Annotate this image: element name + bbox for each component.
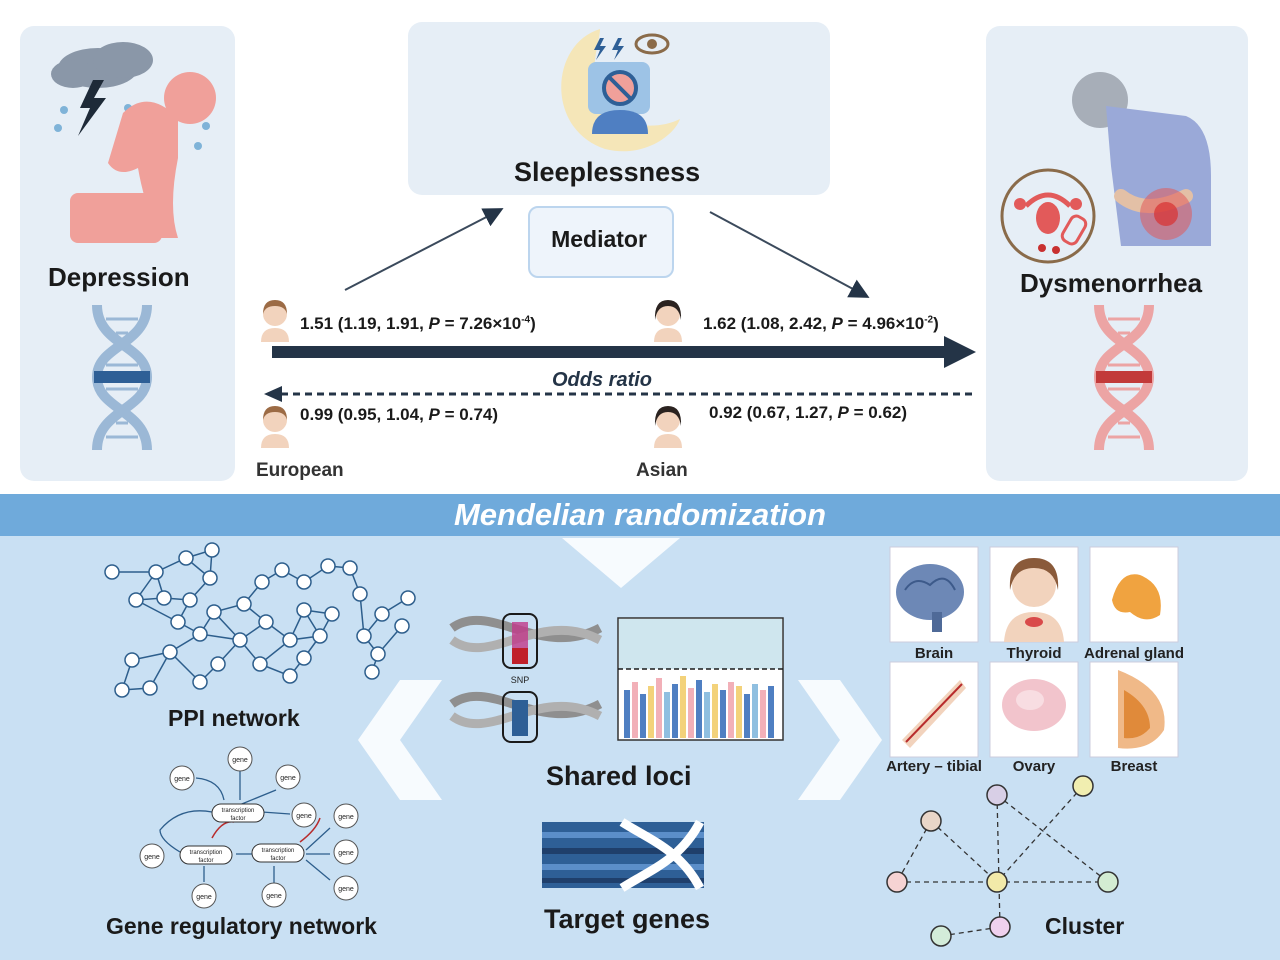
mediator-badge [528,206,674,278]
right-chevron-icon [798,680,882,800]
population-european: European [256,460,344,481]
dna-icon-dysmenorrhea [1093,305,1155,450]
population-asian: Asian [636,460,688,481]
svg-text:transcription: transcription [262,848,295,854]
mr-arrows [264,208,976,402]
cluster-label: Cluster [1045,913,1125,939]
mediator-label: Mediator [551,226,647,252]
odds-ratio-label: Odds ratio [552,369,653,391]
forward-arrow-shaft [272,346,944,358]
shared-loci-dna-icon: SNP [449,613,603,743]
target-genes-icon [542,818,704,892]
grn-node-labels: gene gene gene gene gene gene gene gene … [144,757,354,901]
svg-text:factor: factor [270,856,285,862]
grn-edges [159,770,331,884]
exposure-title: Depression [48,262,190,292]
svg-text:factor: factor [230,816,245,822]
tissue-label-breast: Breast [1110,758,1158,775]
sleepless-moon-icon [561,29,680,152]
left-chevron-icon [358,680,442,800]
down-chevron-icon [562,538,680,588]
reverse-arrow-head [264,386,282,402]
european-avatar-reverse-icon [261,406,289,448]
svg-text:gene: gene [266,893,282,900]
or-reverse-european: 0.99 (0.95, 1.04, P = 0.74) [300,405,499,424]
or-forward-asian: 1.62 (1.08, 2.42, P = 4.96×10-2) [703,314,939,333]
svg-text:gene: gene [338,814,354,821]
tissue-label-artery: Artery – tibial [886,758,982,775]
svg-text:gene: gene [196,894,212,901]
svg-text:transcription: transcription [222,808,255,814]
tissue-label-ovary: Ovary [1012,758,1056,775]
manhattan-plot-icon [617,617,784,741]
svg-text:SNP: SNP [511,675,530,685]
dna-icon-depression [91,305,153,450]
depression-figure-icon [51,42,216,243]
svg-text:gene: gene [338,886,354,893]
svg-text:gene: gene [174,776,190,783]
banner [0,494,1280,536]
european-avatar-icon [261,300,289,342]
bottom-graphics: gene gene gene gene gene gene gene gene … [104,538,1179,947]
exposure-to-mediator-arrow [344,208,504,291]
or-forward-european: 1.51 (1.19, 1.91, P = 7.26×10-4) [300,314,536,333]
svg-text:factor: factor [198,858,213,864]
or-reverse-asian: 0.92 (0.67, 1.27, P = 0.62) [709,403,908,422]
svg-text:gene: gene [296,813,312,820]
forward-arrow-head [944,336,976,368]
target-genes-label: Target genes [544,904,711,934]
tissue-label-brain: Brain [914,645,954,662]
shared-loci-label: Shared loci [546,761,692,791]
tissue-label-adrenal: Adrenal gland [1084,645,1185,662]
artery-tibial-icon [902,680,966,748]
mediator-to-outcome-arrow [709,211,870,298]
banner-title: Mendelian randomization [453,497,827,532]
asian-avatar-reverse-icon [654,406,682,448]
thyroid-icon [1004,558,1064,642]
svg-text:gene: gene [338,850,354,857]
brain-icon [896,564,964,632]
tissue-label-thyroid: Thyroid [1006,645,1062,662]
adrenal-gland-icon [1112,574,1161,620]
breast-icon [1118,670,1165,749]
mediator-title: Sleeplessness [514,157,701,187]
dysmenorrhea-figure-icon [1000,72,1211,264]
asian-avatar-icon [654,300,682,342]
svg-text:transcription: transcription [190,850,223,856]
ovary-icon [1002,679,1066,731]
svg-text:gene: gene [280,775,296,782]
outcome-title: Dysmenorrhea [1020,268,1203,298]
grn-label: Gene regulatory network [106,913,377,939]
svg-text:gene: gene [144,854,160,861]
svg-text:gene: gene [232,757,248,764]
ppi-network-label: PPI network [168,705,300,731]
